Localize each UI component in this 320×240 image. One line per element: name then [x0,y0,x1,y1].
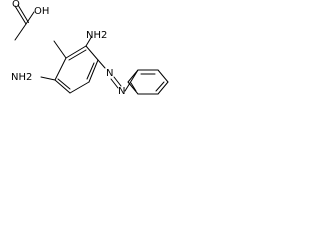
azo-n1-label: N [106,68,113,79]
oxygen-label: O [12,0,20,10]
bond-methyl-carbonyl [14,23,27,41]
acetic-acid-fragment: OH O [12,0,49,41]
amine-left-label: NH2 [11,72,32,83]
phenyl-inner-double-3 [130,82,137,92]
azo-n2-label: N [118,86,125,97]
ring-bond-5 [54,79,71,94]
methyl-bond [53,40,67,59]
amine-labels: NH2 NH2 [11,30,107,83]
azo-bond-1 [110,78,119,89]
azo-group: N N [106,68,139,97]
ring-inner-double-3 [57,78,71,90]
phenyl-ring [127,69,169,95]
phenyl-bond-3 [157,81,169,95]
phenyl-bond-6 [127,69,139,83]
ring-bond-2 [85,45,99,61]
azo-link-bond [97,59,106,69]
chemical-structure-diagram: OH O NH2 NH2 N N [11,0,169,97]
ring-bond-3 [88,59,99,83]
ring-substituents [40,35,106,81]
amine-left-bond [40,76,56,81]
ring-bond-1 [65,45,87,59]
hydroxyl-label: OH [34,6,49,17]
ring-inner-double-1 [68,49,87,61]
phenyl-bond-2 [157,69,169,83]
phenyl-inner-double-2 [155,81,165,92]
ring-bond-4 [69,81,90,94]
phenyl-bond-5 [127,81,139,95]
amine-top-bond [85,35,93,47]
phenyl-link-bond [124,69,139,92]
aminophenyl-ring [54,45,99,94]
bond-carbon-hydroxyl [25,11,35,25]
bond-carbonyl-oxygen-double [17,4,29,23]
bond-carbonyl-oxygen [14,5,27,25]
azo-bond-2 [113,76,122,87]
ring-bond-6 [54,57,67,81]
ring-inner-double-2 [86,62,95,80]
amine-top-label: NH2 [86,30,107,41]
